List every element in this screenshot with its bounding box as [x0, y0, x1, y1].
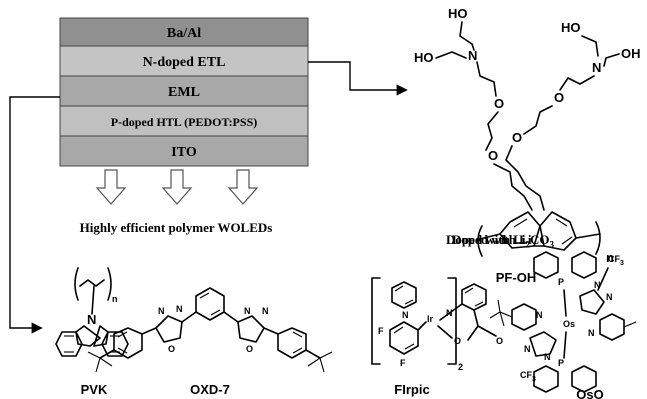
firpic-f2: F — [400, 358, 406, 368]
firpic-o1: O — [454, 336, 461, 346]
pfoh-ho-top-left: HO — [448, 6, 468, 21]
emission-arrow-2 — [161, 169, 193, 205]
oso-structure: Os P P N N CF3 N N CF3 N N — [489, 251, 637, 393]
pfoh-o-left-2: O — [488, 148, 498, 163]
oso-p-bottom: P — [558, 358, 564, 368]
doped-sub-1: 2 — [525, 239, 530, 250]
layer-n-doped-etl — [59, 45, 309, 77]
oso-n4: N — [544, 352, 551, 362]
firpic-o2: O — [496, 336, 503, 346]
pvk-label: PVK — [81, 382, 108, 397]
oxd7-label: OXD-7 — [190, 382, 230, 397]
doped-sub-2: 3 — [549, 239, 554, 250]
layer-p-doped-htl — [59, 105, 309, 137]
doped-prefix: Doped with Li — [446, 232, 526, 247]
oso-n3: N — [524, 344, 531, 354]
oxd7-n3: N — [244, 306, 251, 316]
oso-n2: N — [606, 292, 613, 302]
oso-os: Os — [563, 319, 575, 329]
pvk-n-subscript: n — [112, 294, 118, 304]
layer-ito — [59, 135, 309, 167]
oso-n5: N — [536, 310, 543, 320]
oxd7-n4: N — [262, 306, 269, 316]
firpic-n: N — [402, 310, 409, 320]
pfoh-n-left: N — [468, 48, 477, 63]
layer-eml-label: EML — [168, 85, 200, 100]
pfoh-o-left-1: O — [494, 96, 504, 111]
pfoh-ho-top-right: HO — [561, 20, 581, 35]
oso-n6: N — [588, 328, 595, 338]
layer-n-doped-etl-label: N-doped ETL — [143, 55, 226, 70]
layer-ba-al-label: Ba/Al — [167, 26, 201, 41]
oxd7-n2: N — [176, 304, 183, 314]
oso-cf3-bottom: CF3 — [520, 370, 536, 383]
layer-p-doped-htl-label: P-doped HTL (PEDOT:PSS) — [111, 115, 257, 129]
doped-mid: CO — [529, 232, 550, 247]
pfoh-n-subscript: n — [606, 250, 614, 265]
oso-label: OsO — [576, 387, 603, 399]
arrow-eml-to-emitters — [9, 96, 60, 334]
pf-oh-label: PF-OH — [496, 270, 536, 285]
pfoh-o-right-1: O — [554, 90, 564, 105]
oxd7-n1: N — [158, 306, 165, 316]
firpic-subscript-2: 2 — [458, 362, 463, 372]
device-stack: Ba/Al N-doped ETL EML P-doped HTL (PEDOT… — [59, 17, 309, 167]
pfoh-ho-left: HO — [414, 50, 434, 65]
doped-with-caption: Doped with Li — [452, 232, 532, 247]
device-caption: Highly efficient polymer WOLEDs — [80, 220, 273, 235]
firpic-structure: N F F Ir 2 N O O — [371, 277, 503, 372]
oso-cf3-top: CF3 — [608, 254, 624, 267]
layer-ba-al — [59, 17, 309, 47]
oso-n1: N — [594, 280, 601, 290]
pvk-n-atom: N — [87, 312, 96, 327]
emission-arrow-3 — [227, 169, 259, 205]
pfoh-o-right-2: O — [512, 130, 522, 145]
oxd7-structure: N N O N N O — [87, 287, 333, 373]
pfoh-oh-right: OH — [621, 46, 641, 61]
pfoh-n-right: N — [592, 60, 601, 75]
layer-eml — [59, 75, 309, 107]
arrow-etl-to-pfoh — [308, 61, 408, 96]
pf-oh-structure: HO HO N O O HO OH N O O n — [414, 6, 641, 265]
emission-arrows — [95, 169, 259, 205]
firpic-ir: Ir — [427, 314, 434, 324]
doped-with-li2co3: Doped with Li2CO3 — [446, 232, 554, 250]
oxd7-o2: O — [246, 344, 253, 354]
emission-arrow-1 — [95, 169, 127, 205]
layer-ito-label: ITO — [171, 145, 197, 160]
pvk-structure: n N — [55, 267, 129, 357]
firpic-f1: F — [378, 326, 384, 336]
oxd7-o1: O — [168, 344, 175, 354]
oso-p-top: P — [558, 277, 564, 287]
firpic-label: FIrpic — [394, 382, 429, 397]
